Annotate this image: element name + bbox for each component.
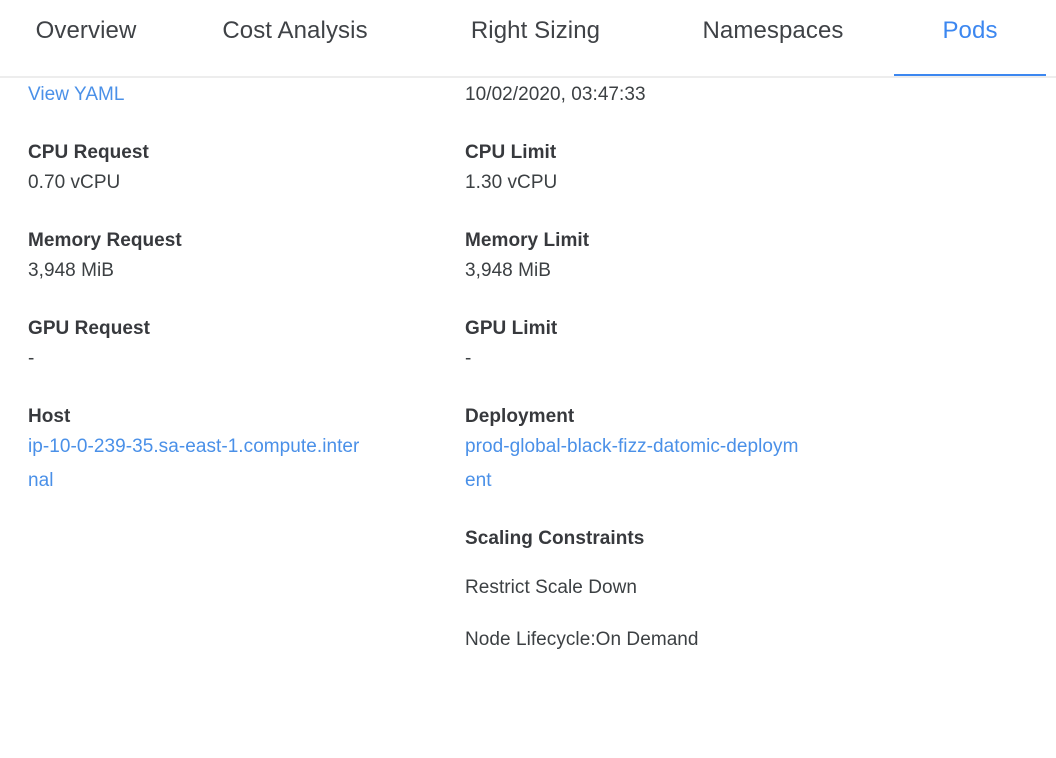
field-memory-limit: Memory Limit 3,948 MiB bbox=[465, 228, 865, 288]
memory-request-label: Memory Request bbox=[28, 230, 182, 251]
gpu-request-value: - bbox=[28, 348, 35, 369]
tab-right-sizing-label: Right Sizing bbox=[470, 17, 601, 44]
field-view-yaml: View YAML bbox=[28, 78, 428, 112]
detail-column-right: 10/02/2020, 03:47:33 CPU Limit 1.30 vCPU… bbox=[465, 78, 865, 666]
cpu-request-value: 0.70 vCPU bbox=[28, 172, 121, 193]
deployment-label: Deployment bbox=[465, 406, 575, 427]
memory-limit-label: Memory Limit bbox=[465, 230, 590, 251]
tab-cost-analysis[interactable]: Cost Analysis bbox=[180, 0, 410, 78]
tab-overview-label: Overview bbox=[35, 17, 137, 44]
tab-cost-analysis-label: Cost Analysis bbox=[222, 17, 368, 44]
tab-pods[interactable]: Pods bbox=[894, 0, 1046, 78]
field-cpu-limit: CPU Limit 1.30 vCPU bbox=[465, 140, 865, 200]
host-label: Host bbox=[28, 406, 71, 427]
host-link[interactable]: ip-10-0-239-35.sa-east-1.compute.interna… bbox=[28, 436, 360, 491]
gpu-limit-value: - bbox=[465, 348, 472, 369]
field-gpu-limit: GPU Limit - bbox=[465, 316, 865, 376]
field-scaling-constraints: Scaling Constraints Restrict Scale Down … bbox=[465, 526, 865, 666]
field-memory-request: Memory Request 3,948 MiB bbox=[28, 228, 428, 288]
field-cpu-request: CPU Request 0.70 vCPU bbox=[28, 140, 428, 200]
cpu-limit-label: CPU Limit bbox=[465, 142, 557, 163]
tab-overview[interactable]: Overview bbox=[0, 0, 172, 78]
field-host: Host ip-10-0-239-35.sa-east-1.compute.in… bbox=[28, 404, 428, 498]
scaling-constraint-item: Node Lifecycle:On Demand bbox=[465, 629, 699, 650]
cpu-request-label: CPU Request bbox=[28, 142, 149, 163]
tab-pods-label: Pods bbox=[942, 17, 998, 44]
tab-namespaces-label: Namespaces bbox=[702, 17, 844, 44]
field-timestamp: 10/02/2020, 03:47:33 bbox=[465, 78, 865, 112]
field-deployment: Deployment prod-global-black-fizz-datomi… bbox=[465, 404, 865, 498]
detail-column-left: View YAML CPU Request 0.70 vCPU Memory R… bbox=[28, 78, 428, 498]
memory-limit-value: 3,948 MiB bbox=[465, 260, 551, 281]
cpu-limit-value: 1.30 vCPU bbox=[465, 172, 558, 193]
gpu-request-label: GPU Request bbox=[28, 318, 150, 339]
deployment-link[interactable]: prod-global-black-fizz-datomic-deploymen… bbox=[465, 436, 799, 491]
scaling-constraints-label: Scaling Constraints bbox=[465, 528, 645, 549]
scaling-constraint-item: Restrict Scale Down bbox=[465, 577, 638, 598]
field-gpu-request: GPU Request - bbox=[28, 316, 428, 376]
memory-request-value: 3,948 MiB bbox=[28, 260, 114, 281]
tab-namespaces[interactable]: Namespaces bbox=[660, 0, 886, 78]
tab-right-sizing[interactable]: Right Sizing bbox=[420, 0, 651, 78]
gpu-limit-label: GPU Limit bbox=[465, 318, 558, 339]
tab-bar-divider bbox=[0, 76, 1056, 78]
tab-bar: Overview Cost Analysis Right Sizing Name… bbox=[0, 0, 1056, 78]
view-yaml-link[interactable]: View YAML bbox=[28, 84, 125, 105]
timestamp-value: 10/02/2020, 03:47:33 bbox=[465, 84, 646, 105]
